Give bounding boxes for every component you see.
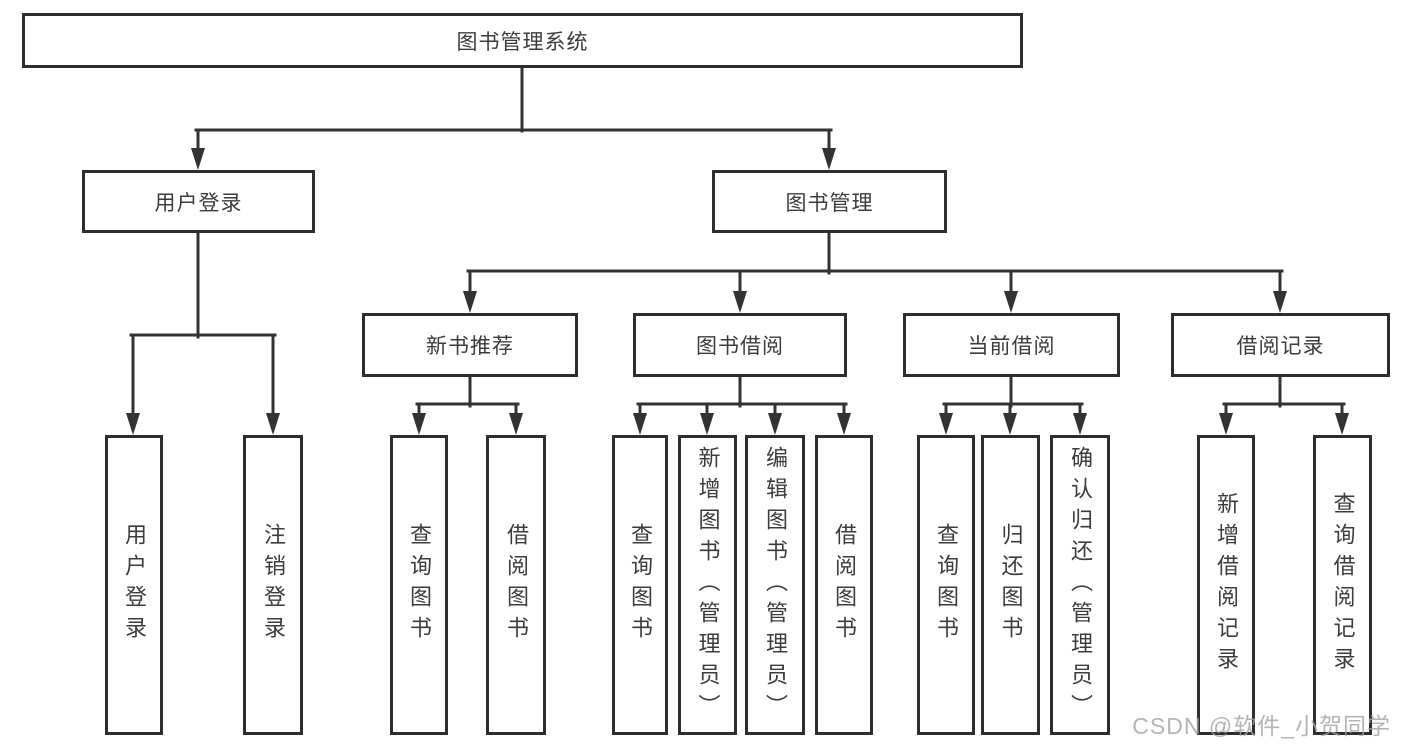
connector-borrow-records-to-leaves [1219, 375, 1349, 435]
connector-user-login-to-leaves [126, 231, 280, 435]
connector-new-book-recommend-to-leaves [412, 375, 523, 435]
leaf-logout: 注销登录 [243, 435, 303, 735]
node-borrow-records: 借阅记录 [1171, 313, 1390, 377]
node-book-borrow: 图书借阅 [633, 313, 847, 377]
connector-book-borrow-to-leaves [633, 375, 851, 435]
node-current-borrow: 当前借阅 [903, 313, 1120, 377]
leaf-query-books-current: 查询图书 [917, 435, 975, 735]
csdn-watermark: CSDN @软件_小贺同学 [1132, 713, 1391, 739]
leaf-confirm-return-admin: 确认归还（管理员） [1050, 435, 1110, 735]
leaf-query-borrow-record: 查询借阅记录 [1313, 435, 1372, 735]
leaf-query-books-borrow: 查询图书 [612, 435, 668, 735]
node-book-management: 图书管理 [712, 170, 947, 233]
leaf-borrow-books-recommend: 借阅图书 [486, 435, 546, 735]
leaf-add-borrow-record: 新增借阅记录 [1197, 435, 1255, 735]
node-root-system: 图书管理系统 [22, 13, 1023, 68]
connector-root-to-level2 [191, 66, 836, 170]
node-new-book-recommend: 新书推荐 [362, 313, 578, 377]
connector-current-borrow-to-leaves [939, 375, 1087, 435]
connector-book-management-to-level3 [463, 231, 1287, 313]
leaf-edit-books-admin: 编辑图书（管理员） [745, 435, 805, 735]
leaf-user-login: 用户登录 [105, 435, 163, 735]
leaf-query-books-recommend: 查询图书 [390, 435, 448, 735]
leaf-add-books-admin: 新增图书（管理员） [678, 435, 737, 735]
leaf-borrow-books: 借阅图书 [815, 435, 873, 735]
leaf-return-books: 归还图书 [981, 435, 1040, 735]
node-user-login: 用户登录 [82, 170, 315, 233]
